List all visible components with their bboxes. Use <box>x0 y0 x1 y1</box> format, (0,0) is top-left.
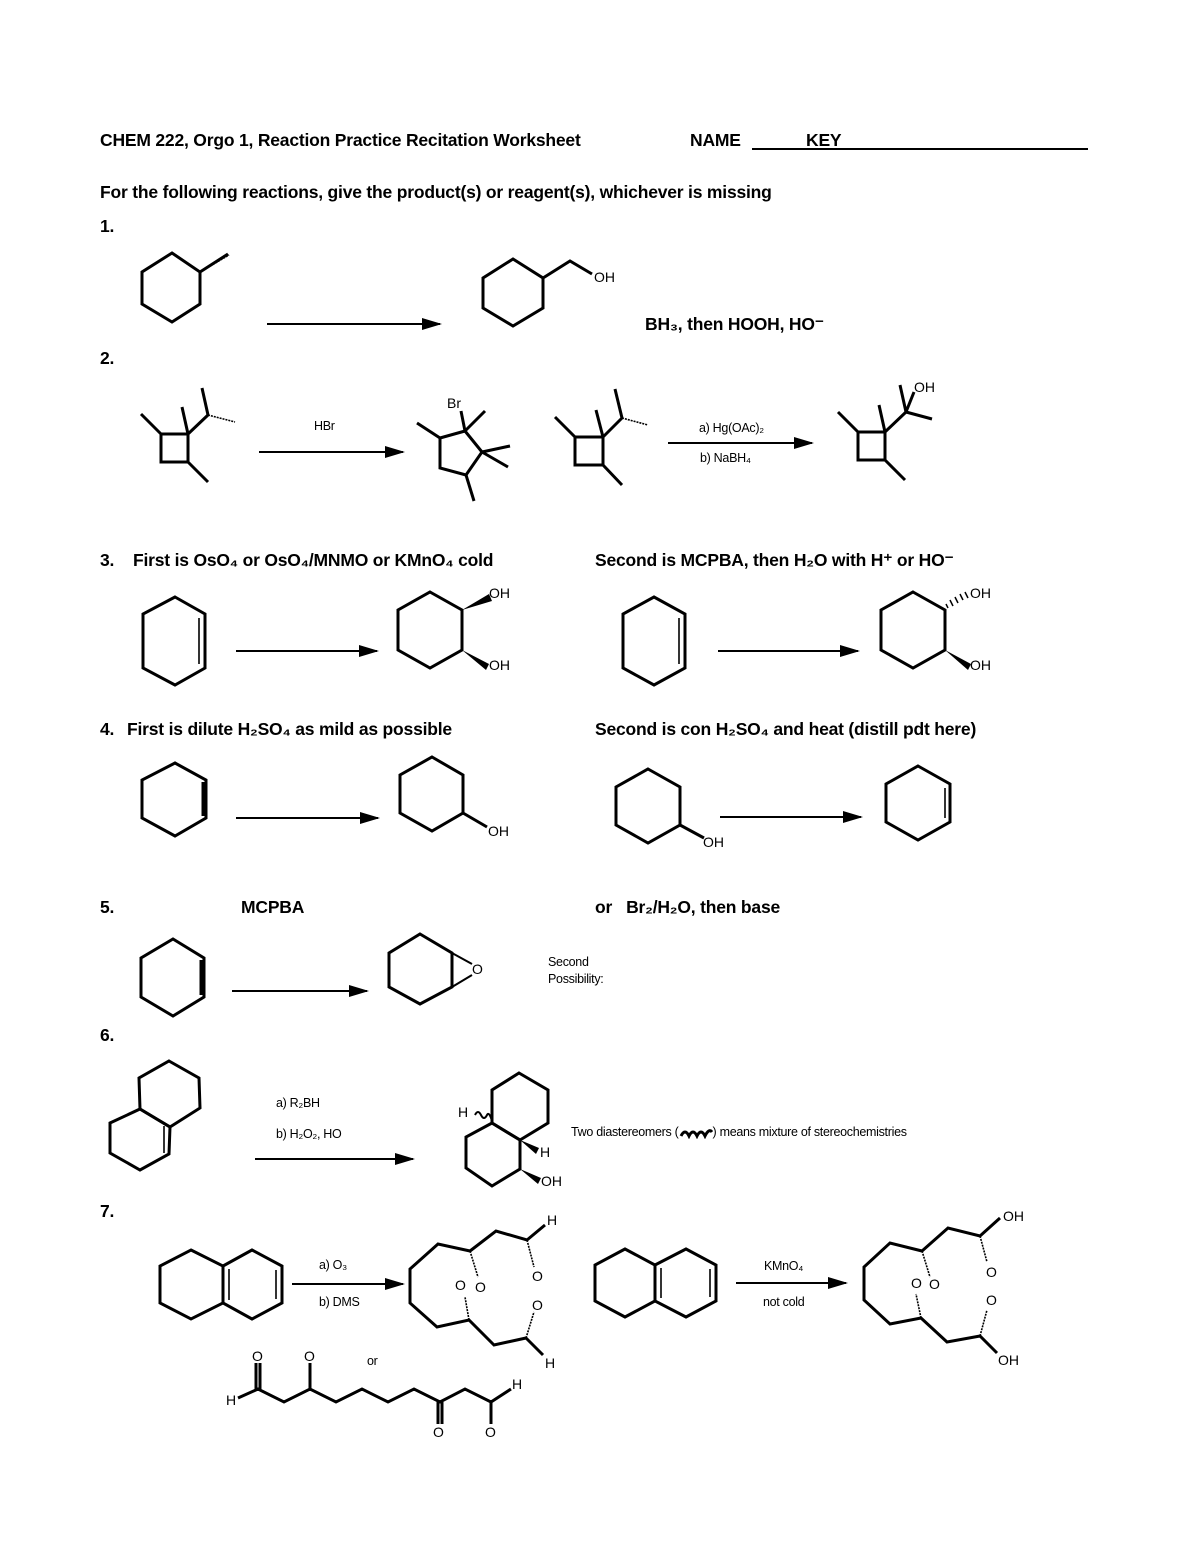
problem-2a-reactant <box>139 387 236 484</box>
problem-7-or: or <box>367 1354 378 1368</box>
problem-7-ozone-b: b) DMS <box>319 1295 360 1309</box>
cyclohexanol-4a: OH <box>398 755 509 839</box>
cyclohexene-3b <box>621 595 687 687</box>
epoxide-structure: O <box>387 932 483 1006</box>
cyclohexene-4b <box>884 764 952 842</box>
svg-text:OH: OH <box>489 657 510 673</box>
svg-text:O: O <box>252 1348 263 1364</box>
problem-7-kmno4-b: not cold <box>763 1295 805 1309</box>
problem-2a-reagent: HBr <box>314 419 335 433</box>
svg-text:H: H <box>545 1355 555 1371</box>
svg-text:H: H <box>547 1212 557 1228</box>
svg-text:O: O <box>304 1348 315 1364</box>
decalinol-structure: H H OH <box>458 1071 562 1189</box>
svg-text:O: O <box>455 1277 466 1293</box>
svg-text:Br: Br <box>447 395 461 411</box>
problem-6-reagent-a: a) R₂BH <box>276 1096 320 1110</box>
diacid-product: OH O O O O OH <box>862 1208 1024 1368</box>
svg-text:O: O <box>532 1268 543 1284</box>
problem-3-first: First is OsO₄ or OsO₄/MNMO or KMnO₄ cold <box>133 550 494 570</box>
svg-text:H: H <box>226 1392 236 1408</box>
name-label: NAME <box>690 130 741 150</box>
problem-1-number: 1. <box>100 216 115 236</box>
problem-2-number: 2. <box>100 348 115 368</box>
problem-2b-reagent-b: b) NaBH₄ <box>700 451 751 465</box>
problem-5-number: 5. <box>100 897 115 917</box>
problem-5-alternative: or Br₂/H₂O, then base <box>595 897 781 917</box>
second-possibility-line2: Possibility: <box>548 972 604 986</box>
svg-text:OH: OH <box>489 585 510 601</box>
svg-text:OH: OH <box>703 834 724 850</box>
cyclohexanol-4b: OH <box>614 767 724 850</box>
problem-4-second: Second is con H₂SO₄ and heat (distill pd… <box>595 719 977 739</box>
svg-text:OH: OH <box>970 585 991 601</box>
problem-1-answer: BH₃, then HOOH, HO⁻ <box>645 314 824 334</box>
note-prefix: Two diastereomers ( <box>571 1125 679 1139</box>
svg-text:OH: OH <box>594 269 615 285</box>
problem-4-number: 4. <box>100 719 115 739</box>
problem-7-kmno4-a: KMnO₄ <box>764 1259 804 1273</box>
svg-text:OH: OH <box>1003 1208 1024 1224</box>
cyclohexylmethanol-structure: OH <box>481 257 615 328</box>
cyclohexene-3a <box>141 595 207 687</box>
problem-3-number: 3. <box>100 550 115 570</box>
worksheet-title: CHEM 222, Orgo 1, Reaction Practice Reci… <box>100 130 581 150</box>
note-suffix: ) means mixture of stereochemistries <box>712 1125 907 1139</box>
problem-7-number: 7. <box>100 1201 115 1221</box>
svg-text:O: O <box>433 1424 444 1440</box>
problem-6-reagent-b: b) H₂O₂, HO <box>276 1127 342 1141</box>
svg-text:H: H <box>458 1104 468 1120</box>
problem-7-ozone-a: a) O₃ <box>319 1258 347 1272</box>
svg-text:OH: OH <box>541 1173 562 1189</box>
problem-3-second: Second is MCPBA, then H₂O with H⁺ or HO⁻ <box>595 550 954 570</box>
problem-2a-product: Br <box>416 395 511 502</box>
instructions: For the following reactions, give the pr… <box>100 182 772 202</box>
problem-2b-reactant <box>553 388 649 487</box>
methylenecyclohexane-structure <box>140 251 230 324</box>
name-value: KEY <box>806 130 842 150</box>
svg-text:O: O <box>929 1276 940 1292</box>
problem-6-number: 6. <box>100 1025 115 1045</box>
svg-text:O: O <box>475 1279 486 1295</box>
ozonolysis-product: H O O O O H <box>408 1212 557 1371</box>
problem-2b-reagent-a: a) Hg(OAc)₂ <box>699 421 764 435</box>
cyclohexene-5 <box>139 937 206 1018</box>
open-chain-dialdehyde: O O H O O H <box>226 1348 522 1440</box>
svg-text:O: O <box>472 961 483 977</box>
svg-text:OH: OH <box>914 379 935 395</box>
svg-text:O: O <box>485 1424 496 1440</box>
svg-text:O: O <box>911 1275 922 1291</box>
problem-4-first: First is dilute H₂SO₄ as mild as possibl… <box>127 719 452 739</box>
problem-2b-product: OH <box>836 379 935 482</box>
hexahydronaphthalene-7a <box>158 1248 284 1321</box>
svg-text:O: O <box>532 1297 543 1313</box>
svg-text:O: O <box>986 1264 997 1280</box>
problem-5-reagent: MCPBA <box>241 897 305 917</box>
svg-text:H: H <box>540 1144 550 1160</box>
name-underline <box>752 148 1088 150</box>
wavy-bond-icon <box>679 1128 713 1140</box>
cyclohexene-4a <box>140 761 208 838</box>
problem-6-note: Two diastereomers ( ) means mixture of st… <box>571 1125 907 1140</box>
octahydronaphthalene-structure <box>108 1059 202 1172</box>
svg-text:O: O <box>986 1292 997 1308</box>
svg-text:H: H <box>512 1376 522 1392</box>
svg-text:OH: OH <box>998 1352 1019 1368</box>
second-possibility-line1: Second <box>548 955 589 969</box>
hexahydronaphthalene-7b <box>593 1247 718 1319</box>
trans-diol: OH OH <box>879 585 991 673</box>
cis-diol: OH OH <box>396 585 510 673</box>
svg-text:OH: OH <box>970 657 991 673</box>
svg-text:OH: OH <box>488 823 509 839</box>
